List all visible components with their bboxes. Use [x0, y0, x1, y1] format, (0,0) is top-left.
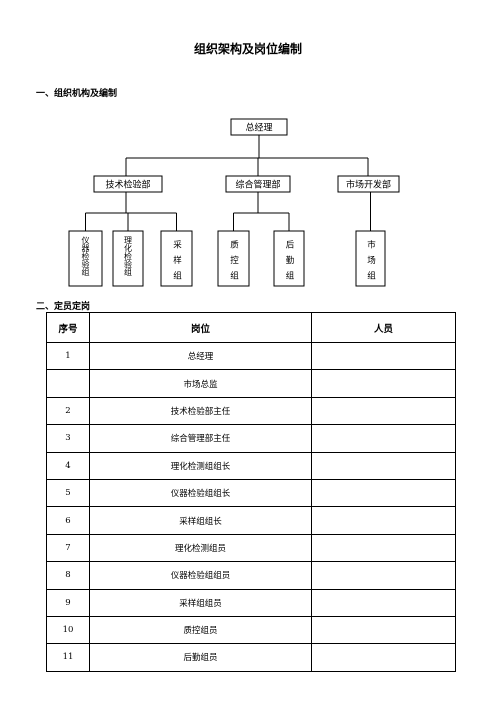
section-heading-posts: 二、定员定岗 — [36, 302, 91, 312]
org-group-label: 仪器检验组 — [81, 236, 90, 276]
cell-staff — [311, 424, 456, 453]
org-dept-label: 市场开发部 — [346, 179, 391, 191]
org-dept-label: 技术检验部 — [105, 179, 150, 191]
header-staff: 人员 — [311, 312, 456, 343]
cell-staff — [311, 506, 456, 535]
cell-post: 总经理 — [89, 341, 312, 371]
cell-staff — [311, 341, 456, 371]
cell-staff — [311, 561, 456, 590]
cell-no: 8 — [46, 561, 90, 590]
cell-no: 4 — [46, 451, 90, 480]
header-no: 序号 — [46, 312, 90, 343]
cell-staff — [311, 451, 456, 480]
cell-staff — [311, 533, 456, 563]
cell-staff — [311, 643, 456, 672]
org-group-label: 市场组 — [366, 239, 376, 286]
org-dept-label: 综合管理部 — [235, 179, 280, 191]
section-heading-org: 一、组织机构及编制 — [36, 89, 118, 99]
org-group-box — [112, 230, 144, 287]
org-group-box — [160, 230, 193, 287]
org-group-box — [68, 230, 103, 287]
org-group-label: 后勤组 — [284, 239, 294, 286]
page-title: 组织架构及岗位编制 — [193, 42, 302, 56]
cell-staff — [311, 369, 456, 398]
org-group-box — [273, 230, 305, 287]
cell-no: 10 — [46, 615, 90, 645]
cell-post: 采样组组员 — [89, 588, 312, 617]
cell-post: 理化检测组组长 — [89, 451, 312, 480]
org-dept-box — [337, 175, 400, 193]
cell-no: 9 — [46, 588, 90, 617]
org-root-label: 总经理 — [245, 122, 272, 134]
cell-post: 质控组员 — [89, 615, 312, 645]
cell-no: 5 — [46, 478, 90, 508]
org-group-label: 理化检验组 — [124, 236, 133, 276]
cell-staff — [311, 615, 456, 645]
cell-no: 7 — [46, 533, 90, 563]
cell-post: 理化检测组员 — [89, 533, 312, 563]
cell-post: 后勤组员 — [89, 643, 312, 672]
cell-staff — [311, 478, 456, 508]
cell-post: 技术检验部主任 — [89, 396, 312, 426]
cell-no — [46, 369, 90, 398]
org-group-label: 质控组 — [229, 239, 239, 286]
cell-staff — [311, 588, 456, 617]
cell-post: 采样组组长 — [89, 506, 312, 535]
header-post: 岗位 — [89, 312, 312, 343]
table-row: 市场总监 — [46, 369, 456, 398]
org-group-box — [355, 230, 386, 287]
cell-no: 2 — [46, 396, 90, 426]
cell-staff — [311, 396, 456, 426]
cell-post: 市场总监 — [89, 369, 312, 398]
cell-post: 仪器检验组组员 — [89, 561, 312, 590]
cell-no: 11 — [46, 643, 90, 672]
org-dept-box — [93, 175, 163, 193]
cell-no: 1 — [46, 341, 90, 371]
cell-post: 仪器检验组组长 — [89, 478, 312, 508]
cell-no: 3 — [46, 424, 90, 453]
cell-no: 6 — [46, 506, 90, 535]
cell-post: 综合管理部主任 — [89, 424, 312, 453]
table-header-row: 序号 岗位 人员 — [46, 312, 456, 343]
org-group-box — [217, 230, 250, 287]
org-group-label: 采样组 — [172, 239, 182, 286]
